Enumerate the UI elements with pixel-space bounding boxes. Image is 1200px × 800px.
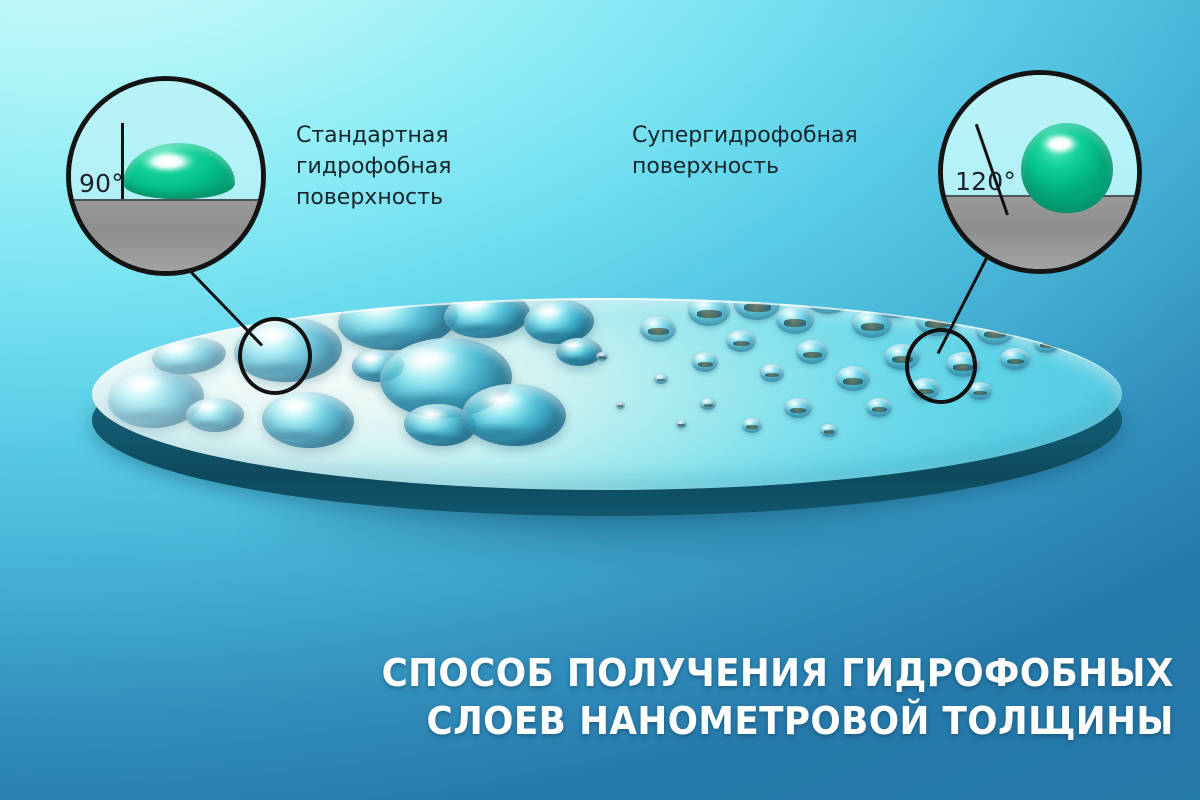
magnifier-right: 120° bbox=[938, 70, 1142, 274]
water-droplet-flat bbox=[461, 383, 567, 447]
water-droplet-flat bbox=[522, 298, 596, 346]
droplet-highlight-left bbox=[139, 151, 197, 175]
page-title: СПОСОБ ПОЛУЧЕНИЯ ГИДРОФОБНЫХ СЛОЕВ НАНОМ… bbox=[382, 649, 1174, 746]
water-droplet-bead bbox=[596, 352, 608, 361]
water-droplet-bead bbox=[866, 398, 892, 417]
water-droplet-bead bbox=[836, 366, 870, 391]
water-droplet-flat bbox=[150, 334, 228, 378]
water-droplet-bead bbox=[616, 402, 625, 409]
water-droplet-flat bbox=[106, 364, 206, 432]
water-droplet-bead bbox=[640, 316, 676, 342]
water-droplet-bead bbox=[796, 340, 828, 364]
water-droplet-flat bbox=[442, 298, 532, 341]
water-droplet-bead bbox=[806, 298, 850, 314]
water-droplet-flat bbox=[352, 350, 404, 382]
target-ring-right bbox=[905, 328, 977, 404]
water-droplet-bead bbox=[688, 298, 730, 326]
water-droplet-bead bbox=[742, 418, 762, 433]
water-droplet-bead bbox=[820, 424, 838, 437]
water-droplet-bead bbox=[1012, 304, 1046, 328]
water-droplet-bead bbox=[872, 298, 918, 318]
water-droplet-bead bbox=[654, 374, 668, 384]
target-ring-left bbox=[238, 317, 312, 395]
sample-plate bbox=[92, 288, 1122, 578]
label-superhydrophobic: Супергидрофобная поверхность bbox=[632, 123, 858, 180]
magnifier-left: 90° bbox=[66, 76, 266, 276]
water-droplet-bead bbox=[1000, 348, 1030, 370]
droplet-highlight-right bbox=[1039, 133, 1081, 157]
green-droplet-right bbox=[1021, 123, 1113, 213]
water-droplet-bead bbox=[734, 298, 780, 320]
angle-label-right: 120° bbox=[955, 167, 1017, 196]
water-droplet-bead bbox=[700, 398, 716, 410]
magnifier-substrate-right bbox=[943, 195, 1137, 269]
water-droplet-flat bbox=[402, 402, 478, 448]
angle-label-left: 90° bbox=[79, 169, 124, 198]
water-droplet-bead bbox=[1034, 334, 1060, 353]
water-droplet-bead bbox=[784, 398, 812, 418]
green-droplet-left bbox=[123, 143, 235, 199]
page-title-line-2: СЛОЕВ НАНОМЕТРОВОЙ ТОЛЩИНЫ bbox=[426, 699, 1174, 744]
water-droplet-bead bbox=[776, 306, 814, 334]
page-title-line-1: СПОСОБ ПОЛУЧЕНИЯ ГИДРОФОБНЫХ bbox=[381, 650, 1174, 695]
magnifier-baseline-left bbox=[71, 198, 261, 201]
water-droplet-flat bbox=[335, 298, 461, 356]
water-droplet-flat bbox=[556, 338, 602, 366]
water-droplet-bead bbox=[760, 364, 784, 382]
water-droplet-flat bbox=[186, 398, 244, 432]
water-droplet-bead bbox=[676, 420, 687, 428]
angle-line-left bbox=[121, 123, 124, 199]
water-droplet-bead bbox=[726, 330, 756, 352]
magnifier-substrate-left bbox=[71, 198, 261, 271]
water-droplet-bead bbox=[852, 310, 892, 338]
label-standard-hydrophobic: Стандартная гидрофобная поверхность bbox=[296, 123, 452, 211]
water-droplet-bead bbox=[692, 352, 718, 372]
water-droplet-flat bbox=[261, 390, 355, 450]
water-droplet-flat bbox=[378, 335, 514, 421]
water-droplet-bead bbox=[976, 318, 1014, 345]
